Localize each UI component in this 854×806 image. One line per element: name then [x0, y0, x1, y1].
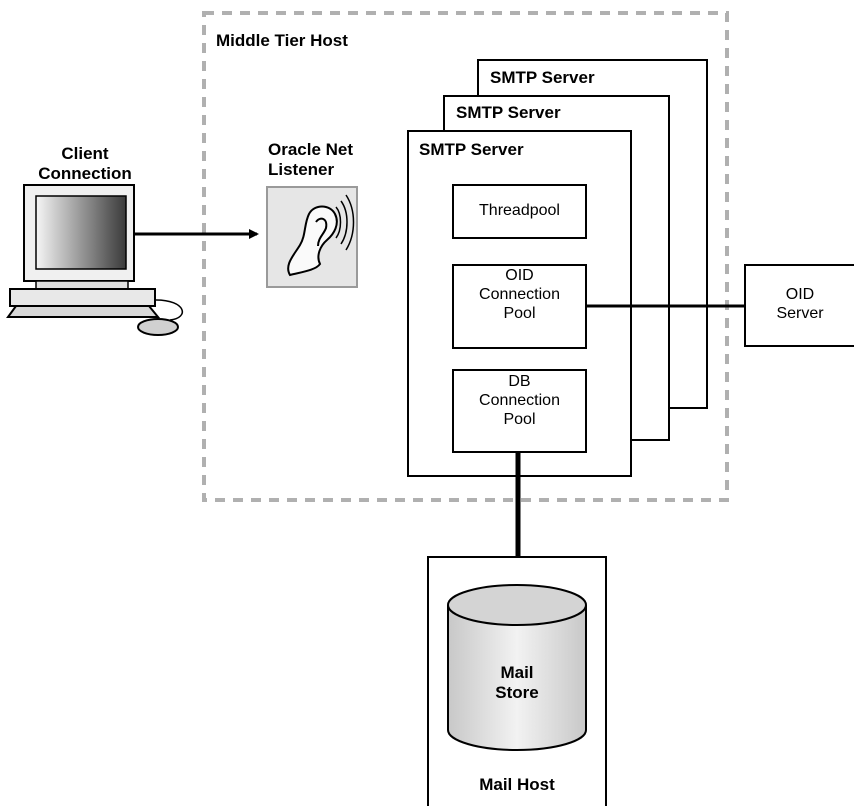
middle-tier-title: Middle Tier Host — [216, 31, 348, 50]
db-pool-line-3: Pool — [503, 411, 536, 428]
client-line-1: Client — [61, 144, 109, 163]
threadpool-label: Threadpool — [479, 202, 560, 219]
mail-store-line-1: Mail — [500, 663, 534, 682]
listener-line-1: Oracle Net — [268, 140, 354, 159]
oracle-net-listener-label: Oracle Net Listener — [268, 140, 353, 180]
client-connection-label: Client Connection — [30, 144, 140, 184]
mail-host-label: Mail Host — [479, 775, 555, 794]
db-connection-pool-label: DB Connection Pool — [453, 372, 586, 429]
computer-icon — [6, 184, 184, 336]
oid-server-line-1: OID — [785, 286, 815, 303]
oid-server-line-2: Server — [776, 305, 824, 322]
oid-server-box — [744, 264, 854, 347]
smtp-server-label-front: SMTP Server — [419, 140, 524, 159]
smtp-server-label-middle: SMTP Server — [456, 103, 561, 122]
client-line-2: Connection — [38, 164, 132, 183]
listener-line-2: Listener — [268, 160, 335, 179]
smtp-server-label-back: SMTP Server — [490, 68, 595, 87]
db-pool-line-2: Connection — [479, 392, 560, 409]
mail-store-line-2: Store — [495, 683, 539, 702]
oid-pool-line-2: Connection — [479, 286, 560, 303]
mail-store-cylinder — [447, 584, 587, 751]
ear-icon — [266, 186, 358, 288]
oid-connection-pool-box — [452, 264, 587, 349]
oid-pool-line-3: Pool — [503, 305, 536, 322]
mail-store-label: Mail Store — [448, 663, 586, 703]
middle-tier-boundary — [202, 11, 729, 502]
oid-pool-line-1: OID — [505, 267, 534, 284]
oid-server-label: OID Server — [755, 285, 845, 323]
oid-connection-pool-label: OID Connection Pool — [453, 266, 586, 323]
threadpool-box — [452, 184, 587, 239]
db-pool-line-1: DB — [508, 373, 531, 390]
